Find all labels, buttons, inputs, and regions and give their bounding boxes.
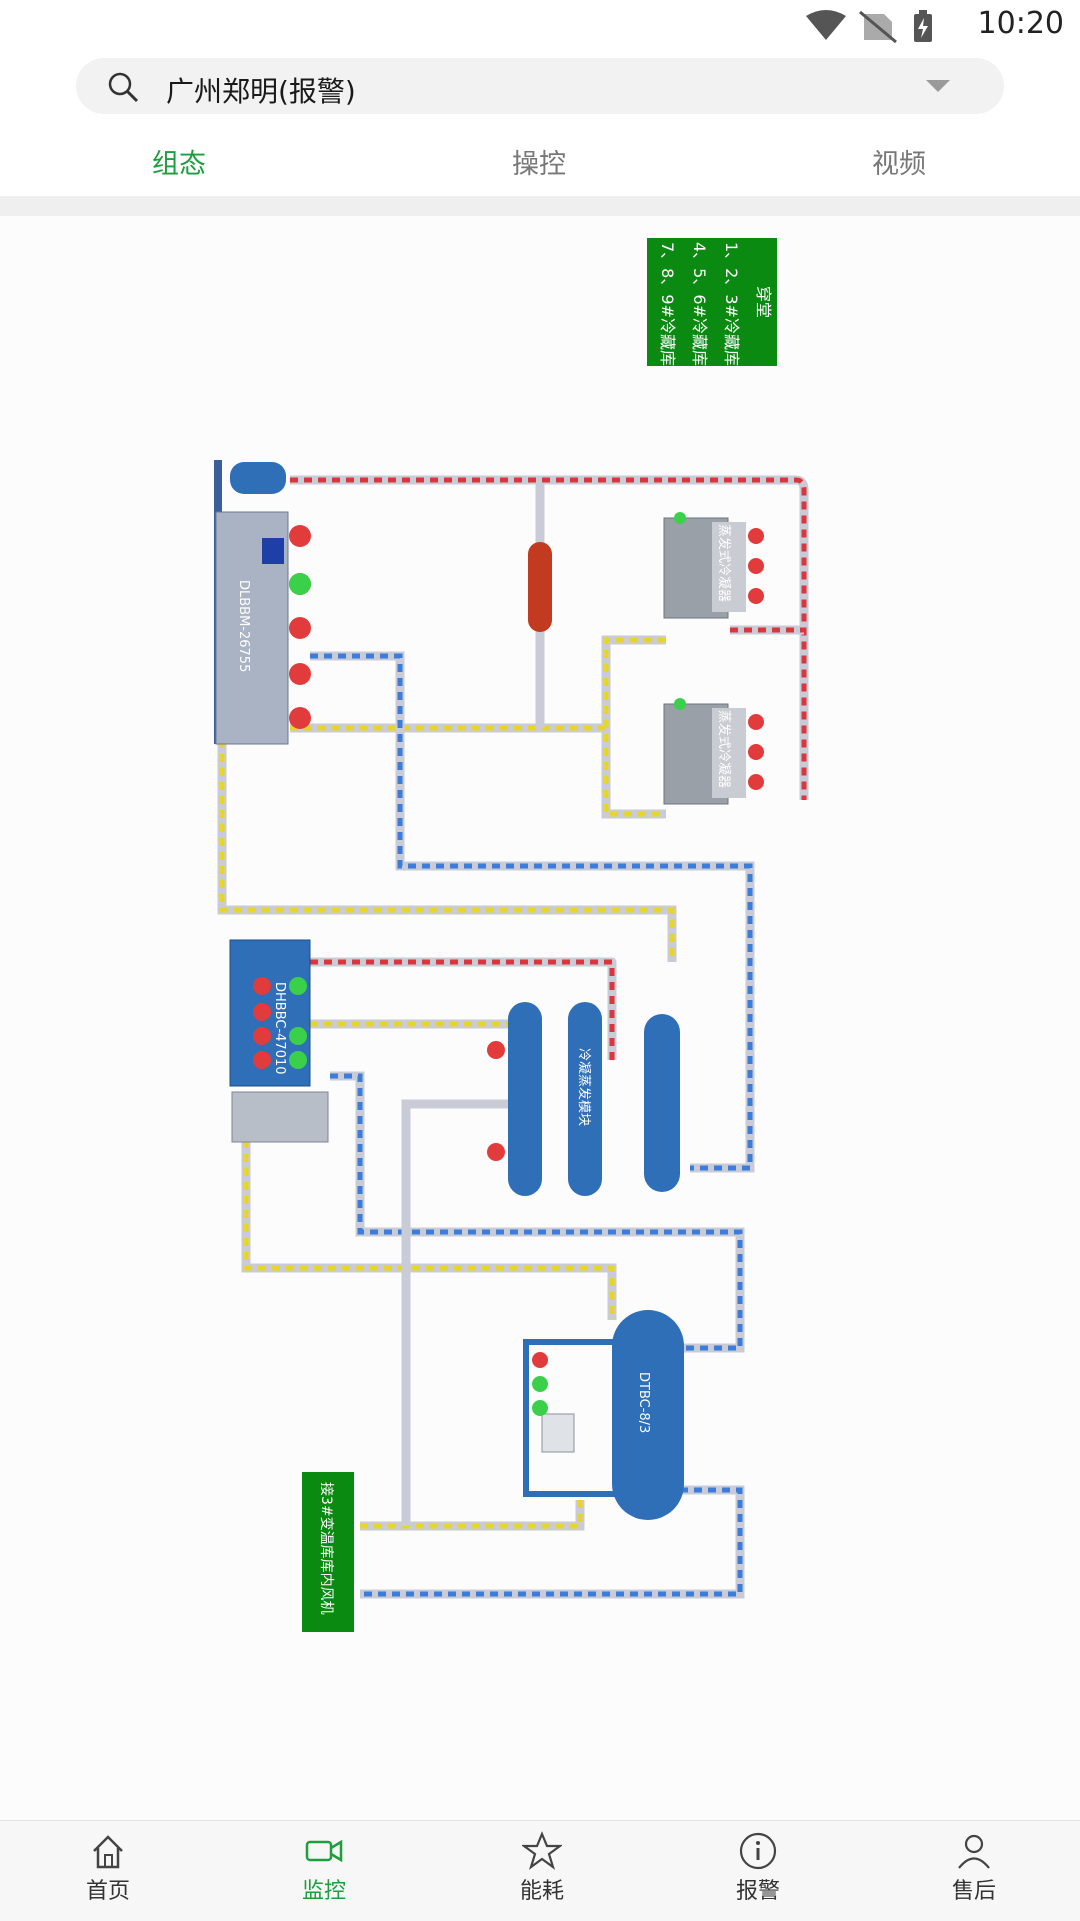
video-camera-icon [305, 1839, 343, 1863]
station-selector[interactable]: 广州郑明(报警) [76, 58, 1004, 114]
discharge-pipes [290, 475, 809, 1060]
user-icon [958, 1834, 990, 1869]
refrigeration-diagram: 穿堂 1、2、3#冷藏库 4、5、6#冷藏库 7、8、9#冷藏库 [0, 216, 1080, 1820]
evaporator-module-label: 冷凝蒸发模块 [576, 1048, 592, 1126]
tab-bar: 组态 操控 视频 [0, 130, 1080, 192]
nav-home[interactable]: 首页 [48, 1831, 168, 1917]
status-time: 10:20 [977, 6, 1064, 41]
nav-home-label: 首页 [85, 1879, 130, 1904]
nav-monitor[interactable]: 监控 [264, 1831, 384, 1917]
suction-pipes [217, 635, 677, 1531]
station-name: 广州郑明(报警) [166, 75, 356, 108]
wifi-icon [806, 10, 846, 40]
nav-energy[interactable]: 能耗 [482, 1831, 602, 1917]
tab-config[interactable]: 组态 [152, 149, 206, 180]
cold-storage-legend: 穿堂 1、2、3#冷藏库 4、5、6#冷藏库 7、8、9#冷藏库 [647, 238, 777, 366]
compressor-unit-1: DLBBM-26755 [214, 460, 311, 745]
nav-after-sales-label: 售后 [951, 1879, 996, 1904]
condenser-2-label: 蒸发式冷凝器 [716, 710, 732, 788]
battery-charging-icon [914, 10, 932, 42]
compressor-unit-2: DHBBC-47010 [229, 939, 329, 1143]
nav-alarm[interactable]: 报警 [698, 1831, 818, 1917]
bottom-nav: 首页 监控 能耗 报警 售后 [0, 1820, 1080, 1921]
unit-1-label: DLBBM-26755 [236, 580, 251, 672]
compressor-unit-3: DTBC-8/3 [523, 1310, 684, 1520]
condenser-1-label: 蒸发式冷凝器 [716, 524, 732, 602]
fan-note-text: 接3#变温库库内风机 [318, 1482, 335, 1615]
chevron-down-icon[interactable] [926, 80, 950, 92]
evaporative-condenser-1: 蒸发式冷凝器 [663, 512, 764, 619]
unit-3-label: DTBC-8/3 [636, 1372, 651, 1433]
no-sim-icon [859, 10, 897, 44]
status-icons [806, 10, 932, 44]
nav-after-sales[interactable]: 售后 [914, 1831, 1034, 1917]
legend-line-3: 4、5、6#冷藏库 [690, 242, 709, 366]
oil-separator [528, 542, 552, 632]
search-icon [108, 72, 139, 103]
nav-alarm-label: 报警 [735, 1879, 780, 1904]
tab-control[interactable]: 操控 [512, 149, 566, 180]
unit-2-label: DHBBC-47010 [272, 982, 287, 1075]
tab-video[interactable]: 视频 [872, 149, 926, 180]
legend-line-2: 1、2、3#冷藏库 [722, 242, 741, 366]
diagram-canvas: 穿堂 1、2、3#冷藏库 4、5、6#冷藏库 7、8、9#冷藏库 [214, 238, 809, 1632]
tab-divider [0, 196, 1080, 216]
legend-line-4: 7、8、9#冷藏库 [658, 242, 677, 366]
nav-monitor-label: 监控 [301, 1879, 346, 1904]
legend-line-1: 穿堂 [754, 286, 773, 318]
info-icon [739, 1832, 777, 1870]
condensing-evaporator-module: 冷凝蒸发模块 [487, 1002, 680, 1196]
evaporative-condenser-2: 蒸发式冷凝器 [663, 698, 764, 805]
fan-note-label: 接3#变温库库内风机 [302, 1472, 354, 1632]
star-icon [522, 1831, 562, 1870]
home-icon [93, 1835, 123, 1869]
nav-energy-label: 能耗 [519, 1879, 564, 1904]
status-bar: 10:20 [0, 0, 1080, 50]
